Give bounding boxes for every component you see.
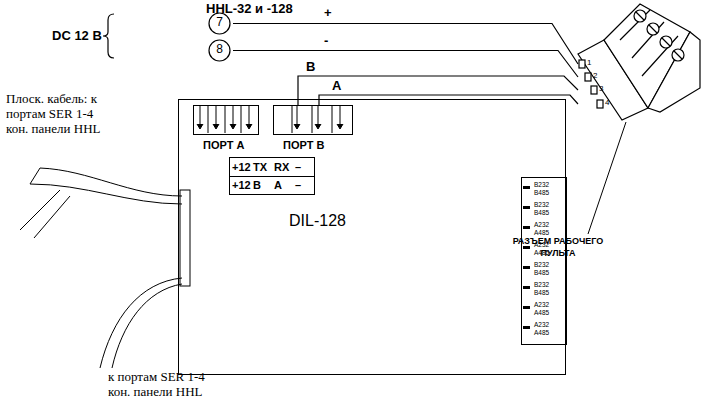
jumper-label: A485 bbox=[534, 329, 549, 336]
terminal-bars bbox=[523, 186, 530, 189]
port-pins bbox=[292, 105, 293, 133]
operator-connector bbox=[578, 4, 700, 120]
terminal-number: 8 bbox=[208, 43, 231, 56]
port-box bbox=[193, 105, 259, 135]
terminal-bars bbox=[523, 186, 530, 329]
circle-outline bbox=[209, 13, 230, 34]
cable-note: Плоск. кабель: к портам SER 1-4 кон. пан… bbox=[6, 92, 118, 137]
ribbon-cable bbox=[30, 168, 40, 184]
signal-name: RX bbox=[274, 161, 289, 173]
port-pins bbox=[241, 105, 242, 133]
jumper-label: A232 bbox=[534, 221, 549, 228]
wire bbox=[233, 51, 578, 78]
dil-board: ПОРТ АПОРТ В+12TXRX–+12BA–B232B485B232B4… bbox=[178, 99, 566, 375]
terminal-bars bbox=[523, 206, 530, 209]
pin-number: 1 bbox=[587, 59, 591, 68]
port-pins bbox=[208, 105, 209, 133]
signal-name: A bbox=[274, 179, 282, 191]
signal-name: – bbox=[295, 179, 301, 191]
pin-number: 2 bbox=[593, 72, 597, 81]
jumper-label: B485 bbox=[534, 269, 549, 276]
port-pins bbox=[332, 105, 333, 133]
board-name: DIL-128 bbox=[289, 212, 346, 230]
jumper-label: B232 bbox=[534, 181, 549, 188]
connector-callout: РАЗЪЕМ РАБОЧЕГО ПУЛЬТА bbox=[506, 236, 610, 259]
jumper-label: B232 bbox=[534, 201, 549, 208]
voltage-brace bbox=[103, 14, 114, 58]
jumper-label: B485 bbox=[534, 209, 549, 216]
cable-note: к портам SER 1-4 кон. панели HHL bbox=[108, 370, 228, 400]
port-block: ПОРТ А bbox=[193, 105, 259, 153]
ribbon-cable bbox=[20, 190, 70, 238]
power-table: +12TX RX– +12B A – bbox=[229, 157, 315, 195]
signal-name: – bbox=[295, 161, 301, 173]
operator-connector bbox=[648, 32, 700, 112]
terminal-number: 7 bbox=[208, 16, 231, 29]
terminal-bars bbox=[523, 246, 530, 249]
port-pins bbox=[294, 124, 343, 129]
port-pins bbox=[312, 105, 313, 133]
wire-label: B bbox=[304, 60, 317, 74]
ribbon-cable bbox=[112, 284, 182, 368]
terminal-bars bbox=[523, 286, 530, 289]
table-rule bbox=[230, 176, 314, 177]
port-name: ПОРТ В bbox=[283, 139, 324, 151]
ribbon-cable bbox=[20, 168, 190, 368]
wire bbox=[298, 76, 578, 105]
jumper-label: A485 bbox=[534, 309, 549, 316]
port-box bbox=[273, 105, 353, 135]
operator-connector bbox=[579, 60, 585, 68]
operator-connector: 1234 bbox=[578, 56, 618, 112]
pin-number: 4 bbox=[605, 99, 609, 108]
jumper-label: A232 bbox=[534, 301, 549, 308]
operator-connector bbox=[591, 86, 597, 94]
jumper-label: B232 bbox=[534, 281, 549, 288]
port-name: ПОРТ А bbox=[203, 139, 244, 151]
signal-name: B bbox=[253, 179, 261, 191]
terminal-strip: B232B485B232B485A232A485A232A485B232B485… bbox=[521, 177, 567, 345]
operator-connector bbox=[620, 10, 678, 76]
jumper-label: B485 bbox=[534, 289, 549, 296]
port-block: ПОРТ В bbox=[273, 105, 353, 153]
voltage-brace bbox=[103, 14, 114, 58]
terminal-circle: 7 bbox=[208, 12, 233, 35]
operator-connector bbox=[636, 12, 682, 59]
ribbon-cable bbox=[100, 278, 182, 368]
port-pins bbox=[200, 105, 249, 126]
wire-label: - bbox=[322, 34, 330, 48]
wire-label: + bbox=[322, 6, 334, 20]
operator-connector bbox=[597, 100, 603, 108]
ribbon-cable bbox=[30, 184, 182, 204]
port-pins bbox=[225, 105, 226, 133]
jumper-label: A232 bbox=[534, 321, 549, 328]
jumper-label: B232 bbox=[534, 261, 549, 268]
supply-voltage: DC 12 В bbox=[52, 29, 102, 43]
pin-number: 3 bbox=[599, 85, 603, 94]
terminal-bars bbox=[523, 226, 530, 229]
port-pins bbox=[297, 105, 340, 126]
terminal-bars bbox=[523, 306, 530, 309]
signal-name: +12 bbox=[232, 161, 251, 173]
leader-line bbox=[588, 122, 626, 234]
terminal-bars bbox=[523, 266, 530, 269]
wire bbox=[319, 95, 578, 105]
wire-label: A bbox=[330, 79, 343, 93]
port-pins bbox=[197, 105, 343, 133]
circle-outline bbox=[209, 40, 230, 61]
signal-name: +12 bbox=[232, 179, 251, 191]
operator-connector bbox=[585, 73, 591, 81]
leader-line bbox=[588, 122, 626, 234]
ribbon-cable bbox=[40, 168, 182, 196]
signal-name: TX bbox=[253, 161, 267, 173]
port-pins bbox=[197, 124, 252, 129]
terminal-bars bbox=[523, 326, 530, 329]
terminal-circle: 8 bbox=[208, 39, 233, 62]
jumper-label: A485 bbox=[534, 229, 549, 236]
jumper-label: B485 bbox=[534, 189, 549, 196]
wire bbox=[233, 24, 578, 65]
